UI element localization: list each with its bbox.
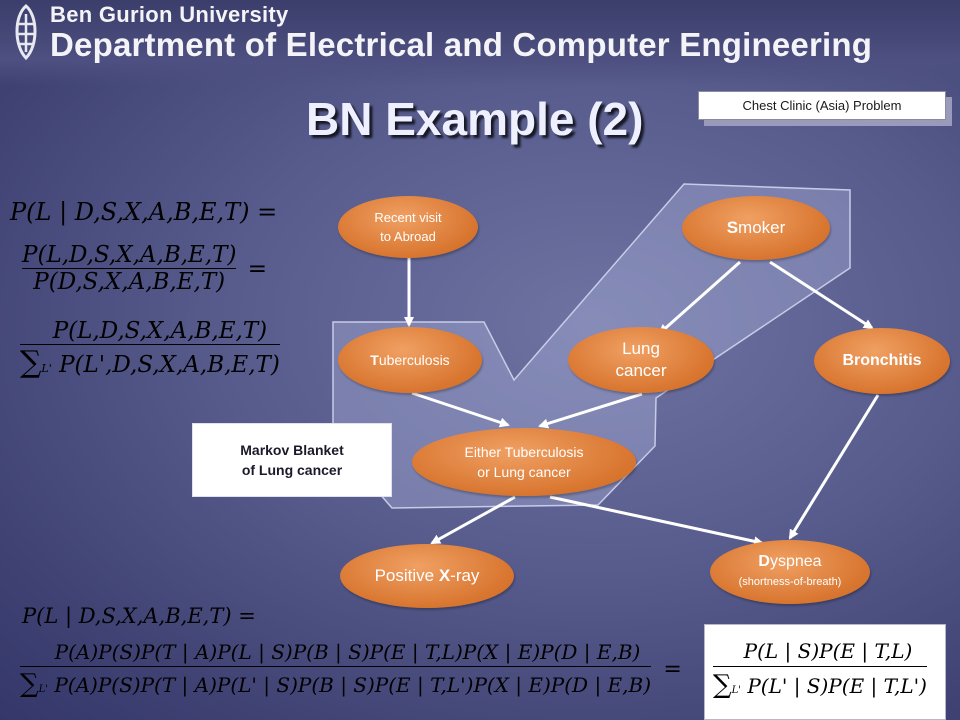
- node-dyspnea-initial: D: [758, 553, 770, 570]
- node-either-rest: ither Tuberculosis: [473, 444, 584, 460]
- edge-tuberculosis-either: [411, 391, 510, 428]
- eq-bottom-main: P(A)P(S)P(T | A)P(L | S)P(B | S)P(E | T,…: [20, 640, 682, 699]
- node-either: Either Tuberculosis or Lung cancer: [412, 428, 636, 496]
- node-bronchitis-rest: ronchitis: [854, 352, 922, 369]
- slide-title: BN Example (2): [306, 93, 644, 145]
- eq-top-l3-sum: ∑: [20, 345, 42, 380]
- node-dyspnea-rest: yspnea: [769, 553, 822, 570]
- eq-top-l2-equals: =: [247, 255, 268, 282]
- eq-bottom-sum: ∑: [20, 669, 39, 699]
- eq-top-l3-denominator: P(L',D,S,X,A,B,E,T): [59, 352, 280, 378]
- node-abroad-line1: Recent visit: [374, 210, 442, 225]
- eq-bottom-numerator: P(A)P(S)P(T | A)P(L | S)P(B | S)P(E | T,…: [54, 640, 641, 664]
- eq-top-l2-numerator: P(L,D,S,X,A,B,E,T): [22, 242, 237, 268]
- node-dyspnea-sub: (shortness-of-breath): [738, 576, 842, 588]
- edge-either-dyspnea: [549, 495, 764, 547]
- markov-blanket-line1: Markov Blanket: [240, 442, 344, 458]
- node-tuberculosis-initial: T: [370, 352, 379, 368]
- edge-smoker-lung: [658, 260, 741, 335]
- node-lung-initial: L: [622, 339, 632, 358]
- node-either-line2: or Lung cancer: [477, 464, 571, 480]
- node-tuberculosis-rest: uberculosis: [378, 352, 450, 368]
- eq-top-line3: P(L,D,S,X,A,B,E,T) ∑L' P(L',D,S,X,A,B,E,…: [20, 318, 280, 380]
- edge-bronchitis-dyspnea: [788, 394, 880, 540]
- edge-smoker-bronchitis: [769, 260, 874, 330]
- node-xray-initial: X: [438, 566, 451, 585]
- node-lung-cancer: Lung cancer: [568, 327, 714, 393]
- eq-bottom-equals: =: [663, 657, 682, 682]
- node-xray-post: -ray: [450, 566, 480, 585]
- eq-result-sum: ∑: [713, 670, 732, 700]
- node-dyspnea: Dyspnea (shortness-of-breath): [710, 540, 870, 604]
- university-name: Ben Gurion University: [50, 2, 289, 27]
- node-bronchitis-initial: B: [842, 352, 854, 369]
- eq-top-line1: P(L | D,S,X,A,B,E,T) =: [10, 198, 278, 226]
- problem-tag: Chest Clinic (Asia) Problem: [698, 91, 946, 120]
- node-bronchitis: Bronchitis: [814, 328, 950, 394]
- node-lung-line2: cancer: [615, 361, 667, 380]
- eq-top-l2-denominator: P(D,S,X,A,B,E,T): [33, 269, 226, 295]
- node-positive-xray: Positive X-ray: [340, 544, 514, 608]
- eq-top-l3-numerator: P(L,D,S,X,A,B,E,T): [52, 318, 268, 344]
- node-lung-rest: ung: [631, 339, 660, 358]
- node-either-initial: E: [464, 444, 474, 460]
- university-logo-icon: [15, 4, 37, 61]
- eq-bottom-line1: P(L | D,S,X,A,B,E,T) =: [22, 604, 256, 628]
- node-smoker-initial: S: [726, 218, 739, 237]
- node-smoker: Smoker: [682, 196, 830, 260]
- eq-result-numerator: P(L | S)P(E | T,L): [743, 639, 913, 663]
- eq-result-sub: L': [731, 685, 741, 696]
- node-smoker-rest: moker: [738, 218, 786, 237]
- edge-lung-either: [538, 392, 643, 429]
- node-recent-visit-abroad: Recent visit to Abroad: [338, 196, 478, 258]
- result-box: P(L | S)P(E | T,L) ∑L' P(L' | S)P(E | T,…: [704, 624, 946, 720]
- node-abroad-line2a: to A: [380, 229, 403, 244]
- eq-bottom-denominator: P(A)P(S)P(T | A)P(L' | S)P(B | S)P(E | T…: [54, 673, 652, 697]
- department-name: Department of Electrical and Computer En…: [50, 26, 873, 63]
- eq-bottom-sub: L': [38, 684, 48, 695]
- node-xray-pre: Positive: [374, 566, 439, 585]
- eq-top-l3-sub: L': [41, 362, 52, 375]
- edge-either-xray: [430, 495, 516, 545]
- eq-top-line2: P(L,D,S,X,A,B,E,T) P(D,S,X,A,B,E,T) =: [22, 242, 267, 295]
- node-tuberculosis: Tuberculosis: [338, 327, 482, 393]
- node-abroad-line2b: broad: [402, 229, 436, 244]
- eq-result: P(L | S)P(E | T,L) ∑L' P(L' | S)P(E | T,…: [713, 639, 927, 700]
- eq-result-denominator: P(L' | S)P(E | T,L'): [747, 674, 927, 698]
- header-banner: Ben Gurion University Department of Elec…: [0, 0, 960, 86]
- markov-blanket-line2: of Lung cancer: [241, 462, 343, 478]
- markov-blanket-label: Markov Blanket of Lung cancer: [192, 423, 392, 497]
